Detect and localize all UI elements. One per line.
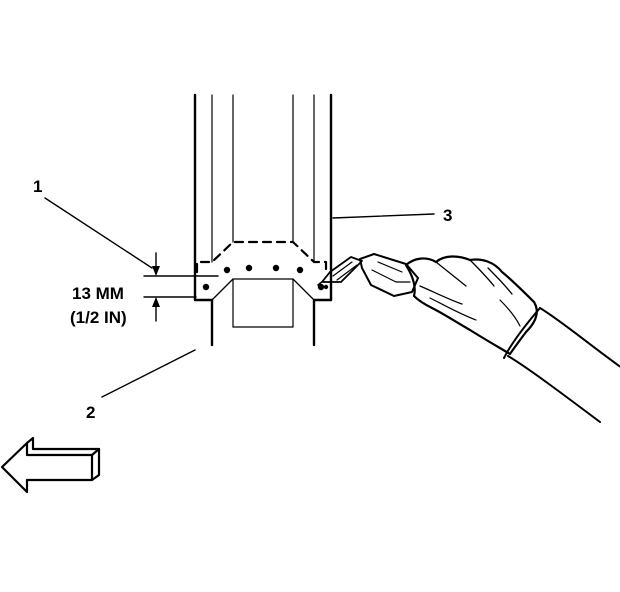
- callout-label-2: 2: [86, 403, 95, 422]
- weld-hole: [272, 264, 280, 272]
- dimension-metric: 13 MM: [72, 284, 124, 303]
- sleeve-hidden-outline: [195, 240, 328, 274]
- lower-rail-section: [193, 278, 333, 347]
- dimension-imperial: (1/2 IN): [70, 308, 127, 327]
- gloved-hand-icon: [404, 255, 620, 423]
- upper-rail-section: [193, 93, 333, 302]
- dimension-markers: [143, 252, 219, 322]
- callout-label-1: 1: [33, 177, 42, 196]
- leader-line-2: [101, 349, 196, 398]
- leader-line-3: [332, 213, 435, 219]
- plug-weld-holes: [202, 264, 325, 291]
- weld-hole: [296, 266, 304, 274]
- weld-hole: [223, 266, 231, 274]
- callout-label-3: 3: [443, 206, 452, 225]
- weld-hole: [317, 283, 325, 291]
- arrow-left-outline-icon: [0, 436, 101, 494]
- weld-hole: [245, 264, 253, 272]
- weld-hole: [202, 283, 210, 291]
- mig-welding-torch-icon: [317, 253, 419, 297]
- leader-line-1: [44, 197, 153, 269]
